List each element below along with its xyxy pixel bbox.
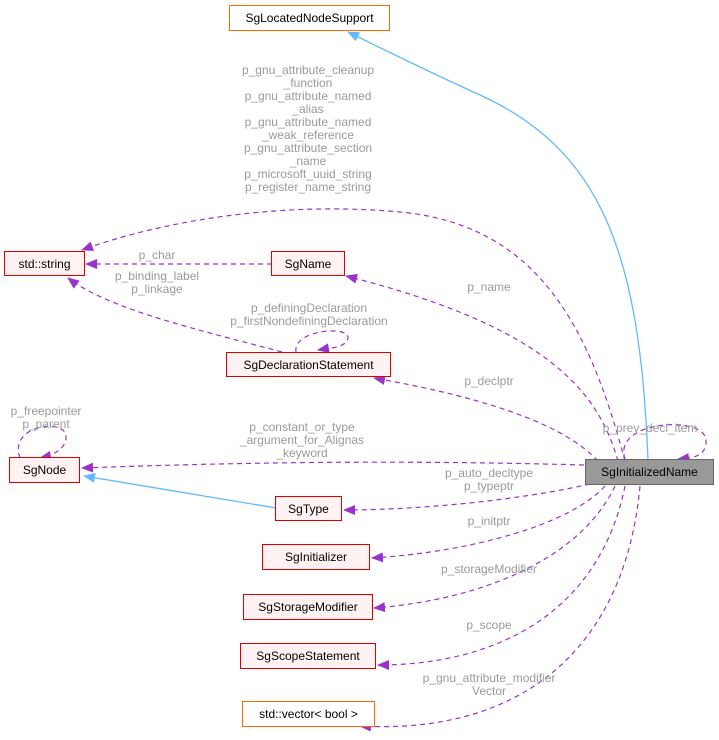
node-sg-scope-statement[interactable]: SgScopeStatement bbox=[240, 643, 376, 669]
label-line: p_register_name_string bbox=[244, 180, 372, 194]
node-std-string[interactable]: std::string bbox=[4, 251, 85, 276]
label-line: p_initptr bbox=[467, 514, 511, 528]
node-label: SgName bbox=[284, 256, 332, 271]
label-line: Vector bbox=[471, 684, 507, 698]
label-line: p_constant_or_type bbox=[249, 420, 355, 434]
edge-initname-to-scope bbox=[377, 485, 626, 670]
label-line: p_definingDeclaration bbox=[250, 301, 368, 315]
node-label: SgStorageModifier bbox=[258, 600, 358, 614]
edge-initname-to-name bbox=[345, 273, 619, 462]
node-label: SgType bbox=[288, 501, 329, 516]
label-line: p_char bbox=[138, 248, 176, 262]
edge-initname-to-type bbox=[343, 483, 591, 515]
edge-label-node-self: p_freepointer p_parent bbox=[11, 405, 82, 431]
node-sg-declaration-statement[interactable]: SgDeclarationStatement bbox=[226, 352, 391, 377]
node-label: SgLocatedNodeSupport bbox=[245, 11, 374, 25]
label-line: p_gnu_attribute_section bbox=[243, 141, 373, 155]
edge-label-typeptr: p_auto_decltype p_typeptr bbox=[445, 467, 533, 493]
edge-label-decl-self: p_definingDeclaration p_firstNondefining… bbox=[230, 302, 387, 328]
edge-initname-to-vector bbox=[359, 485, 641, 732]
node-sg-type[interactable]: SgType bbox=[275, 496, 342, 521]
node-label: std::string bbox=[18, 256, 71, 271]
node-sg-initializer[interactable]: SgInitializer bbox=[262, 544, 370, 570]
node-label: SgScopeStatement bbox=[256, 649, 360, 663]
node-label: std::vector< bool > bbox=[259, 707, 358, 721]
label-line: p_firstNondefiningDeclaration bbox=[230, 314, 388, 328]
label-line: p_prev_decl_item bbox=[602, 421, 698, 435]
edge-decl-to-string bbox=[67, 277, 283, 353]
label-line: p_scope bbox=[466, 618, 512, 632]
edge-label-storage-mod: p_storageModifier bbox=[441, 563, 537, 576]
label-line: p_auto_decltype bbox=[444, 466, 534, 480]
edge-string-attrs bbox=[81, 208, 626, 462]
edge-initname-to-node bbox=[81, 461, 585, 473]
label-line: _name bbox=[289, 154, 327, 168]
edge-initname-to-decl bbox=[373, 374, 599, 462]
label-line: _alias bbox=[292, 102, 324, 116]
label-line: p_name bbox=[467, 280, 511, 294]
edge-label-prev-decl: p_prev_decl_item bbox=[603, 422, 698, 435]
edge-label-gnu-vector: p_gnu_attribute_modifier Vector bbox=[423, 672, 556, 698]
label-line: p_gnu_attribute_cleanup bbox=[241, 63, 375, 77]
label-line: p_linkage bbox=[131, 282, 183, 296]
node-label: SgDeclarationStatement bbox=[243, 357, 374, 372]
label-line: p_declptr bbox=[464, 374, 514, 388]
label-line: p_parent bbox=[22, 417, 70, 431]
edge-initname-to-located bbox=[347, 31, 649, 461]
edge-label-p-name: p_name bbox=[467, 281, 510, 294]
edge-decl-self bbox=[295, 330, 349, 354]
edge-label-string-attrs: p_gnu_attribute_cleanup _function p_gnu_… bbox=[242, 64, 374, 194]
edge-label-p-scope: p_scope bbox=[466, 619, 511, 632]
label-line: _argument_for_Alignas bbox=[239, 433, 365, 447]
edge-initname-self bbox=[623, 424, 707, 464]
label-line: p_gnu_attribute_named bbox=[244, 115, 372, 129]
edge-label-constant: p_constant_or_type _argument_for_Alignas… bbox=[240, 421, 364, 460]
label-line: p_gnu_attribute_named bbox=[244, 89, 372, 103]
label-line: _keyword bbox=[276, 446, 328, 460]
label-line: p_storageModifier bbox=[440, 562, 538, 576]
node-sg-initialized-name[interactable]: SgInitializedName bbox=[585, 459, 714, 485]
node-sg-node[interactable]: SgNode bbox=[9, 457, 80, 483]
edge-type-to-node bbox=[83, 472, 277, 509]
edge-label-p-char: p_char bbox=[139, 249, 176, 262]
label-line: p_binding_label bbox=[114, 269, 200, 283]
edge-initname-to-storage bbox=[373, 485, 616, 613]
label-line: _function bbox=[283, 76, 333, 90]
label-line: p_gnu_attribute_modifier bbox=[422, 671, 556, 685]
node-sg-located-node-support[interactable]: SgLocatedNodeSupport bbox=[229, 5, 390, 31]
label-line: p_microsoft_uuid_string bbox=[244, 167, 372, 181]
edge-label-binding: p_binding_label p_linkage bbox=[115, 270, 199, 296]
node-label: SgInitializer bbox=[284, 550, 348, 564]
edge-label-p-declptr: p_declptr bbox=[464, 375, 513, 388]
edge-initname-to-initializer bbox=[371, 485, 606, 563]
node-label: SgInitializedName bbox=[601, 465, 698, 479]
node-std-vector-bool[interactable]: std::vector< bool > bbox=[242, 701, 375, 727]
label-line: p_typeptr bbox=[463, 479, 515, 493]
label-line: _weak_reference bbox=[261, 128, 355, 142]
edge-node-self bbox=[17, 425, 67, 461]
node-sg-name[interactable]: SgName bbox=[271, 251, 345, 276]
edge-label-initptr: p_initptr bbox=[468, 515, 511, 528]
label-line: p_freepointer bbox=[10, 404, 82, 418]
node-sg-storage-modifier[interactable]: SgStorageModifier bbox=[243, 594, 373, 620]
node-label: SgNode bbox=[22, 463, 67, 477]
